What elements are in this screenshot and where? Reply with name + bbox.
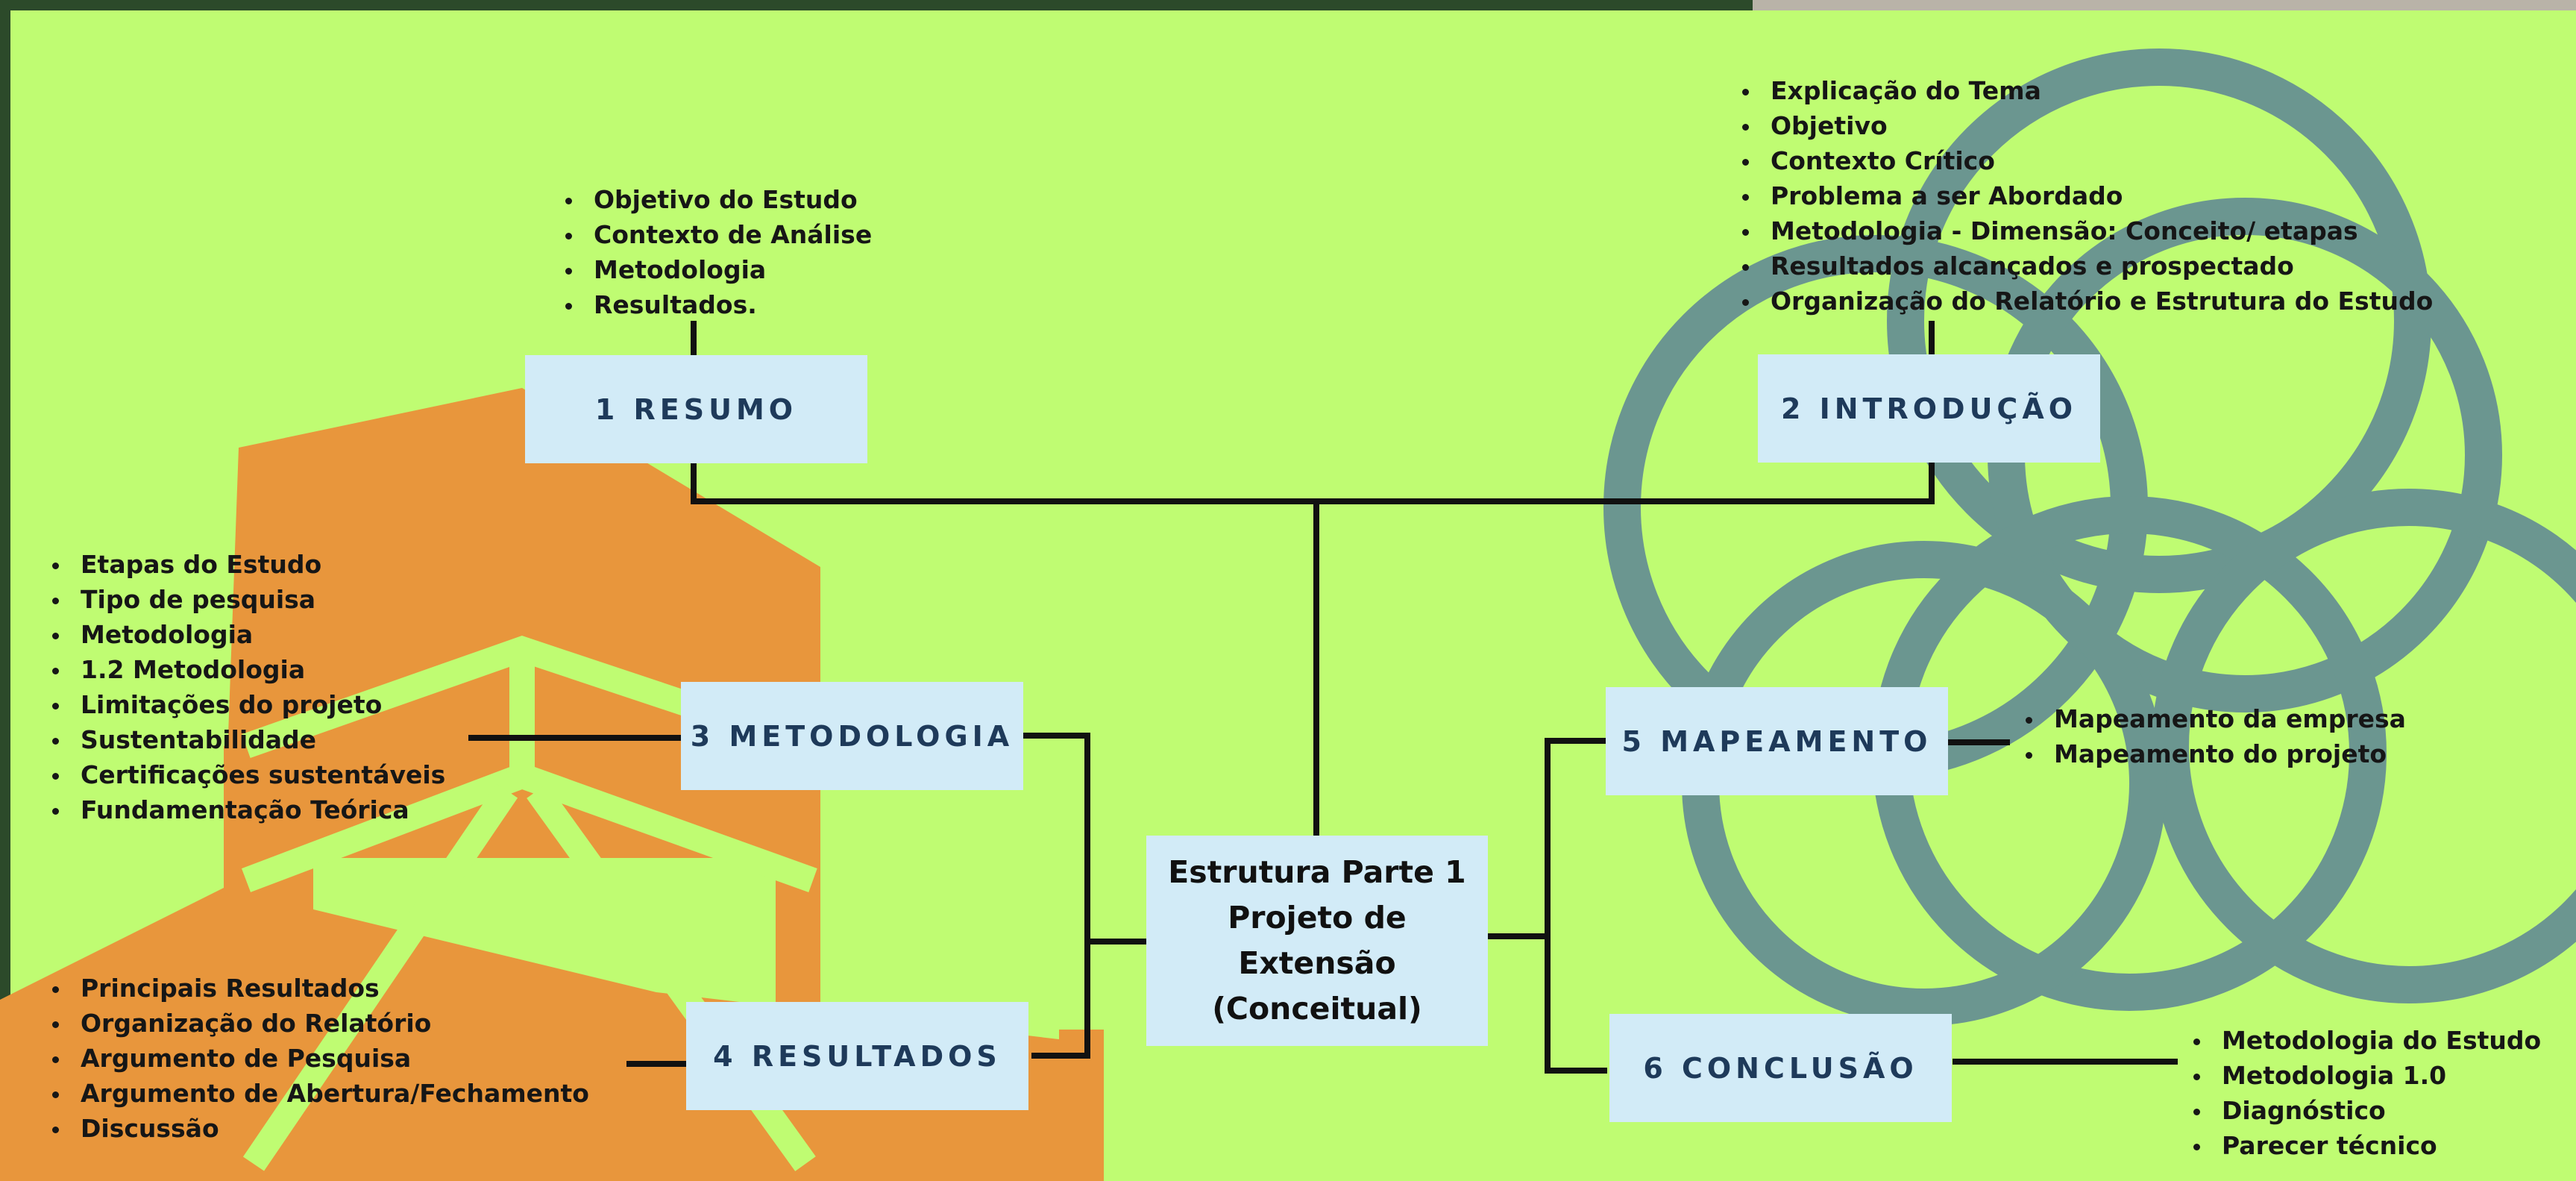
bullet-item: Tipo de pesquisa <box>48 582 445 617</box>
section-label: 1 RESUMO <box>594 392 798 426</box>
section-node-introducao: 2 INTRODUÇÃO <box>1758 354 2100 463</box>
bullet-item: Metodologia <box>561 252 872 287</box>
bullet-item: Objetivo do Estudo <box>561 182 872 217</box>
bullet-item: Contexto de Análise <box>561 217 872 252</box>
center-node: Estrutura Parte 1 Projeto de Extensão (C… <box>1146 836 1488 1046</box>
section-label: 3 METODOLOGIA <box>690 719 1014 753</box>
center-line: Extensão <box>1238 945 1396 981</box>
section-label: 4 RESULTADOS <box>713 1039 1002 1073</box>
section-label: 2 INTRODUÇÃO <box>1780 392 2078 425</box>
right-bracket <box>1545 738 1607 1074</box>
bullet-item: Metodologia - Dimensão: Conceito/ etapas <box>1738 213 2433 248</box>
bullet-item: Sustentabilidade <box>48 722 445 757</box>
bullet-item: Certificações sustentáveis <box>48 757 445 792</box>
bullet-item: Mapeamento do projeto <box>2021 736 2406 771</box>
bullet-item: Contexto Crítico <box>1738 143 2433 178</box>
bullet-item: Metodologia <box>48 617 445 652</box>
texture-strip <box>1753 0 2576 10</box>
section-node-resultados: 4 RESULTADOS <box>686 1002 1028 1110</box>
bullet-item: Mapeamento da empresa <box>2021 701 2406 736</box>
bullet-item: 1.2 Metodologia <box>48 652 445 687</box>
bullet-item: Argumento de Pesquisa <box>48 1041 589 1076</box>
section-node-conclusao: 6 CONCLUSÃO <box>1609 1014 1952 1122</box>
bullet-item: Principais Resultados <box>48 971 589 1006</box>
bullet-item: Organização do Relatório e Estrutura do … <box>1738 283 2433 319</box>
section-label: 6 CONCLUSÃO <box>1643 1051 1918 1085</box>
bullet-item: Fundamentação Teórica <box>48 792 445 827</box>
section-node-metodologia: 3 METODOLOGIA <box>681 682 1023 790</box>
bullet-item: Limitações do projeto <box>48 687 445 722</box>
bullet-item: Metodologia 1.0 <box>2189 1058 2541 1093</box>
bullet-item: Argumento de Abertura/Fechamento <box>48 1076 589 1111</box>
left-bracket <box>1023 733 1090 1059</box>
bullet-item: Resultados. <box>561 287 872 322</box>
bullet-item: Discussão <box>48 1111 589 1146</box>
center-line: Estrutura Parte 1 <box>1168 854 1466 890</box>
bullet-item: Objetivo <box>1738 108 2433 143</box>
bullet-item: Parecer técnico <box>2189 1128 2541 1163</box>
section-node-resumo: 1 RESUMO <box>525 355 867 463</box>
bullet-item: Organização do Relatório <box>48 1006 589 1041</box>
center-line: (Conceitual) <box>1212 991 1422 1027</box>
center-line: Projeto de <box>1228 900 1407 936</box>
bullet-item: Explicação do Tema <box>1738 73 2433 108</box>
section-label: 5 MAPEAMENTO <box>1621 724 1932 758</box>
section-node-mapeamento: 5 MAPEAMENTO <box>1606 687 1948 795</box>
bullet-item: Metodologia do Estudo <box>2189 1023 2541 1058</box>
bullet-item: Resultados alcançados e prospectado <box>1738 248 2433 283</box>
bullet-item: Diagnóstico <box>2189 1093 2541 1128</box>
bullet-item: Problema a ser Abordado <box>1738 178 2433 213</box>
bullet-item: Etapas do Estudo <box>48 547 445 582</box>
